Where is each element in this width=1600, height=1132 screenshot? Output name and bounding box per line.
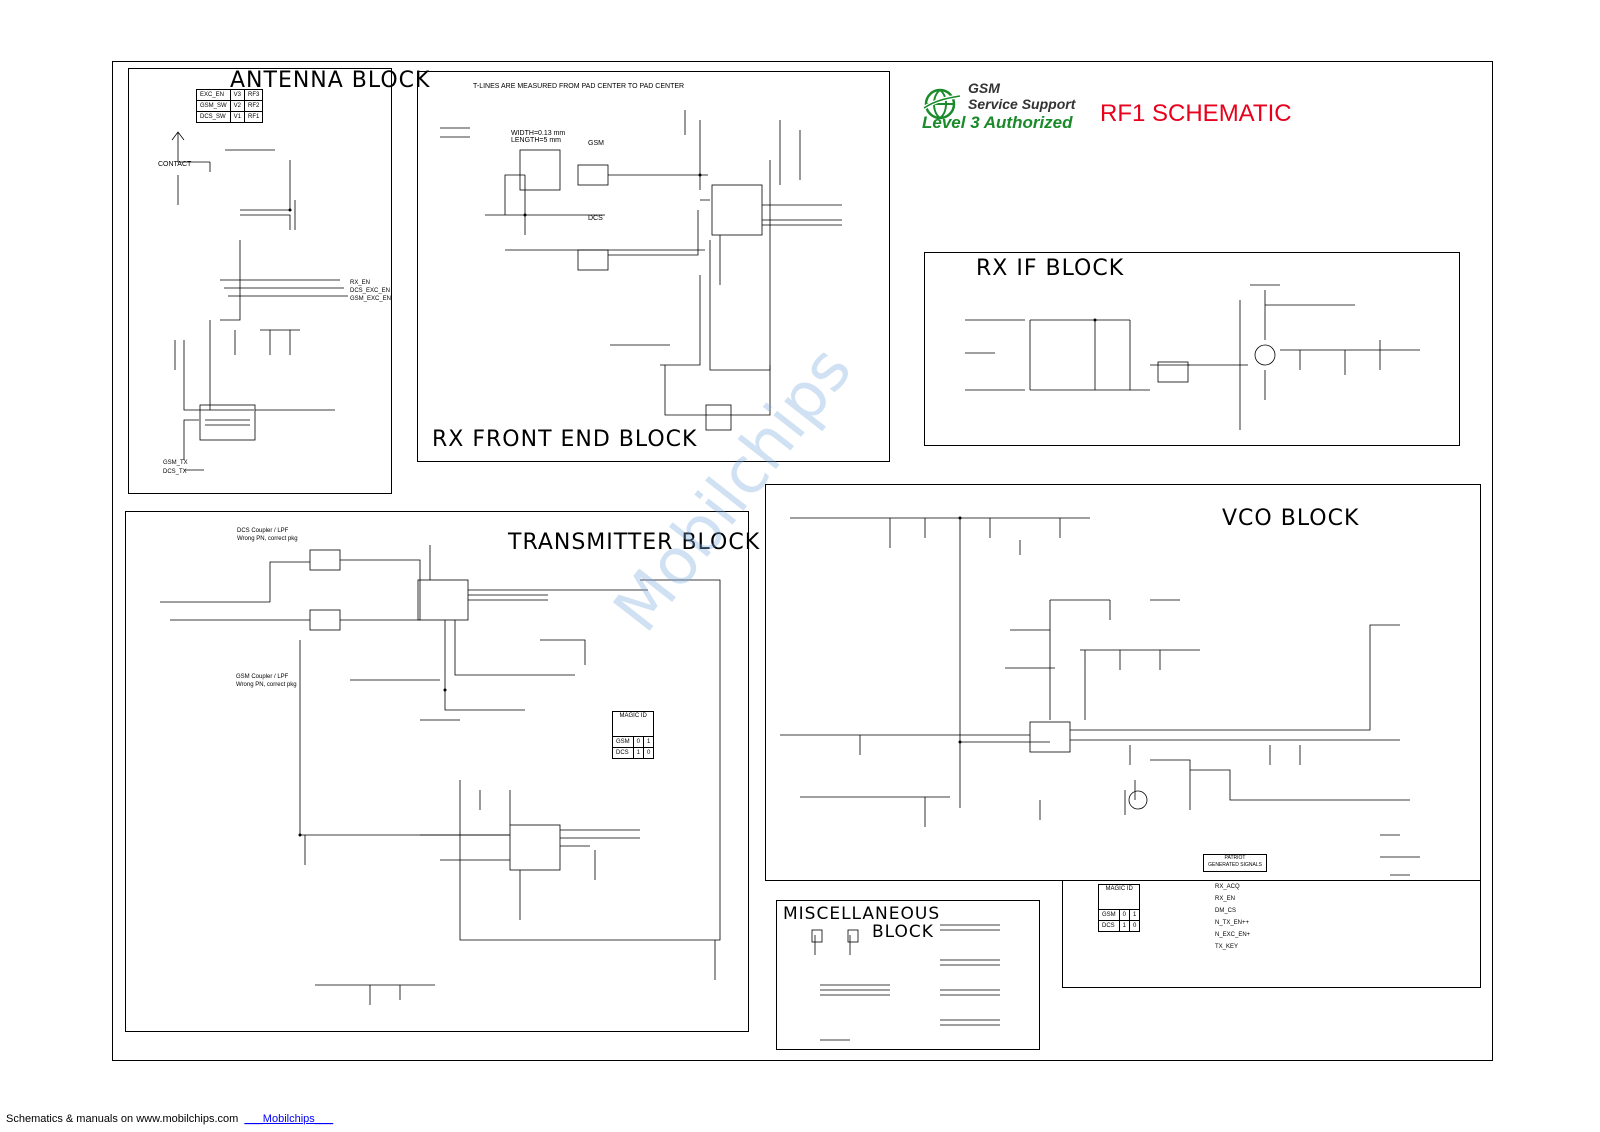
logo-service-support: Service Support bbox=[968, 96, 1076, 112]
patriot-signal: N_TX_EN++ bbox=[1215, 920, 1250, 926]
vco-block bbox=[765, 484, 1481, 881]
vco-title: VCO BLOCK bbox=[1222, 506, 1360, 531]
dcs-coupler-label: DCS Coupler / LPF bbox=[237, 528, 289, 534]
gsm-coupler-note: Wrong PN, correct pkg bbox=[236, 682, 297, 688]
patriot-signal: RX_ACQ bbox=[1215, 884, 1240, 890]
schematic-frame bbox=[112, 61, 1493, 1061]
contact-label: CONTACT bbox=[158, 161, 192, 168]
misc-block bbox=[776, 900, 1040, 1050]
rx-front-end-block bbox=[417, 71, 890, 462]
magic-id-header: MAGIC ID bbox=[611, 711, 655, 737]
gsm-globe-icon bbox=[922, 88, 961, 120]
gsm-label: GSM bbox=[588, 140, 604, 147]
tline-length: LENGTH=5 mm bbox=[511, 137, 561, 144]
patriot-signal: DM_CS bbox=[1215, 908, 1237, 914]
table-cell: V1 bbox=[229, 111, 246, 123]
patriot-box: PATRIOT GENERATED SIGNALS bbox=[1203, 854, 1267, 872]
antenna-block bbox=[128, 68, 392, 494]
dcs-coupler-note: Wrong PN, correct pkg bbox=[237, 536, 298, 542]
table-header-row: MAGIC ID bbox=[1097, 884, 1141, 910]
dcs-tx-label: DCS_TX bbox=[163, 469, 187, 475]
table-cell: 0 bbox=[1128, 920, 1141, 932]
logo-level3: Level 3 Authorized bbox=[922, 113, 1073, 132]
tline-width: WIDTH=0.13 mm bbox=[511, 130, 566, 137]
dcs-exc-en-label: DCS_EXC_EN bbox=[350, 288, 391, 294]
table-cell: 0 bbox=[642, 747, 655, 759]
table-cell: RF1 bbox=[244, 111, 264, 123]
gsm-exc-en-label: GSM_EXC_EN bbox=[350, 296, 392, 302]
footer: Schematics & manuals on www.mobilchips.c… bbox=[6, 1113, 333, 1125]
patriot-signal: N_EXC_EN+ bbox=[1215, 932, 1251, 938]
rx-en-label: RX_EN bbox=[350, 280, 371, 286]
patriot-header: PATRIOT bbox=[1224, 855, 1246, 861]
patriot-signal: RX_EN bbox=[1215, 896, 1236, 902]
misc-title-line2: BLOCK bbox=[872, 922, 934, 942]
vco-lower-extension bbox=[1062, 880, 1481, 988]
patriot-signal: TX_KEY bbox=[1215, 944, 1239, 950]
tline-note: T-LINES ARE MEASURED FROM PAD CENTER TO … bbox=[473, 83, 685, 90]
footer-link[interactable]: ___Mobilchips___ bbox=[244, 1113, 334, 1125]
table-cell: DCS bbox=[612, 747, 634, 759]
antenna-block-title: ANTENNA BLOCK bbox=[230, 68, 431, 93]
rx-if-title: RX IF BLOCK bbox=[976, 256, 1125, 281]
misc-title-line1: MISCELLANEOUS bbox=[783, 904, 941, 924]
patriot-signal-list: RX_ACQ RX_EN DM_CS N_TX_EN++ N_EXC_EN+ TX_KEY bbox=[1215, 881, 1250, 953]
rx-front-end-title: RX FRONT END BLOCK bbox=[432, 427, 698, 452]
logo-gsm-text: GSM bbox=[968, 80, 1000, 96]
table-header-row: MAGIC ID bbox=[611, 711, 655, 737]
magic-id-header: MAGIC ID bbox=[1097, 884, 1141, 910]
dcs-label: DCS bbox=[588, 215, 603, 222]
footer-text: Schematics & manuals on www.mobilchips.c… bbox=[6, 1113, 239, 1125]
transmitter-block bbox=[125, 511, 749, 1032]
page-title: RF1 SCHEMATIC bbox=[1100, 100, 1292, 127]
rx-if-block bbox=[924, 252, 1460, 446]
patriot-subheader: GENERATED SIGNALS bbox=[1208, 862, 1262, 868]
gsm-coupler-label: GSM Coupler / LPF bbox=[236, 674, 289, 680]
transmitter-title: TRANSMITTER BLOCK bbox=[508, 530, 761, 555]
gsm-tx-label: GSM_TX bbox=[163, 460, 188, 466]
